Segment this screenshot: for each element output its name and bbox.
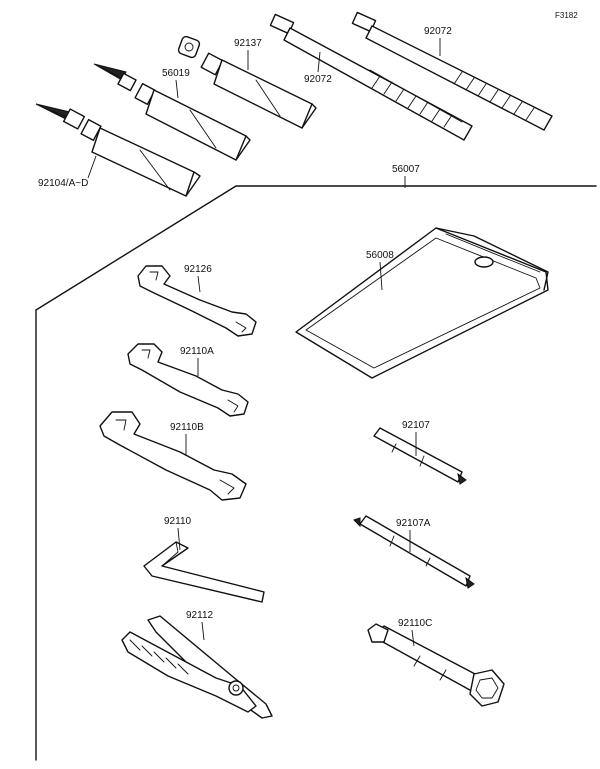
label-92107A: 92107A — [396, 518, 431, 529]
part-92110A-wrench — [127, 343, 249, 417]
toolkit-frame-top — [35, 185, 597, 311]
label-56019: 56019 — [162, 68, 190, 79]
label-56007: 56007 — [392, 164, 420, 175]
part-56019-tube — [93, 63, 251, 161]
part-56008-tool-bag — [295, 227, 549, 379]
figure-code: F3182 — [555, 11, 578, 20]
label-92110B: 92110B — [170, 422, 204, 433]
label-92126: 92126 — [184, 264, 212, 275]
label-92104: 92104/A~D — [38, 178, 88, 189]
part-92110C-box-wrench — [367, 623, 505, 707]
part-92126-wrench — [137, 265, 257, 337]
part-92110-hex-key — [143, 541, 265, 603]
label-92110A: 92110A — [180, 346, 214, 357]
part-92112-pliers — [121, 615, 273, 719]
label-92072-b: 92072 — [424, 26, 452, 37]
part-92107-screwdriver — [373, 427, 467, 485]
part-92107A-screwdriver — [353, 515, 475, 589]
label-92137: 92137 — [234, 38, 262, 49]
label-92110: 92110 — [164, 516, 192, 527]
label-56008: 56008 — [366, 250, 394, 261]
part-92110B-wrench — [99, 411, 247, 501]
part-92104-tube — [35, 103, 201, 197]
part-92072-cable-tie-left — [269, 13, 473, 141]
label-92107: 92107 — [402, 420, 430, 431]
label-92110C: 92110C — [398, 618, 432, 629]
part-92072-cable-tie-right — [351, 11, 553, 131]
label-92112: 92112 — [186, 610, 214, 621]
part-92137-tube — [177, 35, 317, 129]
label-92072-a: 92072 — [304, 74, 332, 85]
